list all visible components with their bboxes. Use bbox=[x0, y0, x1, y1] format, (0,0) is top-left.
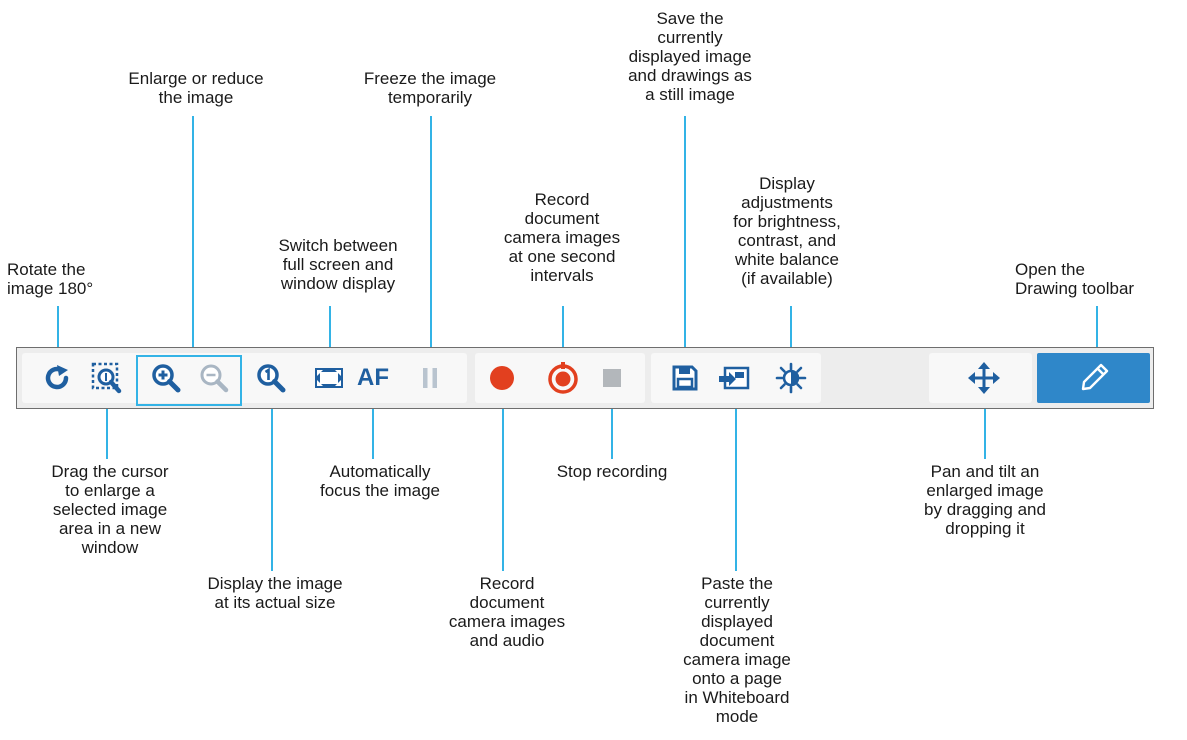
leader-record-interval bbox=[562, 306, 564, 349]
autofocus-icon: AF bbox=[357, 364, 389, 391]
stop-button[interactable] bbox=[588, 354, 636, 402]
pause-icon bbox=[420, 365, 440, 391]
leader-enlarge-reduce bbox=[192, 116, 194, 355]
drag-zoom-icon bbox=[90, 361, 124, 395]
label-drawing-toolbar: Open the Drawing toolbar bbox=[1015, 260, 1135, 298]
leader-pan-tilt bbox=[984, 407, 986, 459]
leader-stop bbox=[611, 407, 613, 459]
zoom-in-button[interactable] bbox=[142, 354, 190, 402]
leader-actual-size bbox=[271, 407, 273, 571]
pan-tilt-button[interactable] bbox=[960, 354, 1008, 402]
leader-adjust bbox=[790, 306, 792, 349]
label-adjust: Display adjustments for brightness, cont… bbox=[733, 174, 841, 288]
brightness-button[interactable] bbox=[767, 354, 815, 402]
record-icon bbox=[487, 363, 517, 393]
rotate-button[interactable] bbox=[33, 354, 81, 402]
interval-record-icon bbox=[546, 361, 580, 395]
label-enlarge-reduce: Enlarge or reduce the image bbox=[128, 69, 264, 107]
pen-icon bbox=[1079, 361, 1111, 398]
record-button[interactable] bbox=[478, 354, 526, 402]
zoom-group-highlight bbox=[136, 355, 242, 406]
actual-size-icon bbox=[255, 362, 287, 394]
freeze-button[interactable] bbox=[406, 354, 454, 402]
fullscreen-icon bbox=[313, 365, 345, 391]
label-freeze: Freeze the image temporarily bbox=[363, 69, 497, 107]
leader-freeze bbox=[430, 116, 432, 349]
paste-button[interactable] bbox=[710, 354, 758, 402]
label-drag-enlarge: Drag the cursor to enlarge a selected im… bbox=[51, 462, 169, 557]
leader-drag-enlarge bbox=[106, 407, 108, 459]
label-actual-size: Display the image at its actual size bbox=[207, 574, 343, 612]
leader-drawing-toolbar bbox=[1096, 306, 1098, 349]
label-rotate: Rotate the image 180° bbox=[7, 260, 94, 298]
label-record-audio: Record document camera images and audio bbox=[448, 574, 566, 650]
leader-fullscreen bbox=[329, 306, 331, 349]
leader-save bbox=[684, 116, 686, 349]
save-button[interactable] bbox=[661, 354, 709, 402]
autofocus-button[interactable]: AF bbox=[349, 354, 397, 402]
zoom-out-button[interactable] bbox=[190, 354, 238, 402]
paste-icon bbox=[717, 364, 751, 392]
leader-autofocus bbox=[372, 407, 374, 459]
zoom-out-icon bbox=[198, 362, 230, 394]
toolbar-group-view bbox=[22, 353, 467, 403]
rotate-icon bbox=[42, 363, 72, 393]
stop-icon bbox=[601, 367, 623, 389]
label-stop: Stop recording bbox=[556, 462, 668, 481]
label-record-interval: Record document camera images at one sec… bbox=[503, 190, 621, 285]
label-save: Save the currently displayed image and d… bbox=[628, 9, 752, 104]
label-pan-tilt: Pan and tilt an enlarged image by draggi… bbox=[924, 462, 1046, 538]
actual-size-button[interactable] bbox=[247, 354, 295, 402]
label-autofocus: Automatically focus the image bbox=[319, 462, 440, 500]
zoom-in-icon bbox=[150, 362, 182, 394]
label-fullscreen: Switch between full screen and window di… bbox=[278, 236, 398, 293]
label-paste: Paste the currently displayed document c… bbox=[683, 574, 791, 726]
pan-tilt-icon bbox=[967, 361, 1001, 395]
leader-paste bbox=[735, 407, 737, 571]
interval-record-button[interactable] bbox=[539, 354, 587, 402]
camera-toolbar: AF bbox=[16, 347, 1154, 409]
drag-zoom-button[interactable] bbox=[83, 354, 131, 402]
leader-record-audio bbox=[502, 407, 504, 571]
brightness-icon bbox=[775, 362, 807, 394]
save-icon bbox=[671, 364, 699, 392]
leader-rotate bbox=[57, 306, 59, 349]
fullscreen-button[interactable] bbox=[305, 354, 353, 402]
drawing-toolbar-button[interactable] bbox=[1037, 353, 1150, 403]
